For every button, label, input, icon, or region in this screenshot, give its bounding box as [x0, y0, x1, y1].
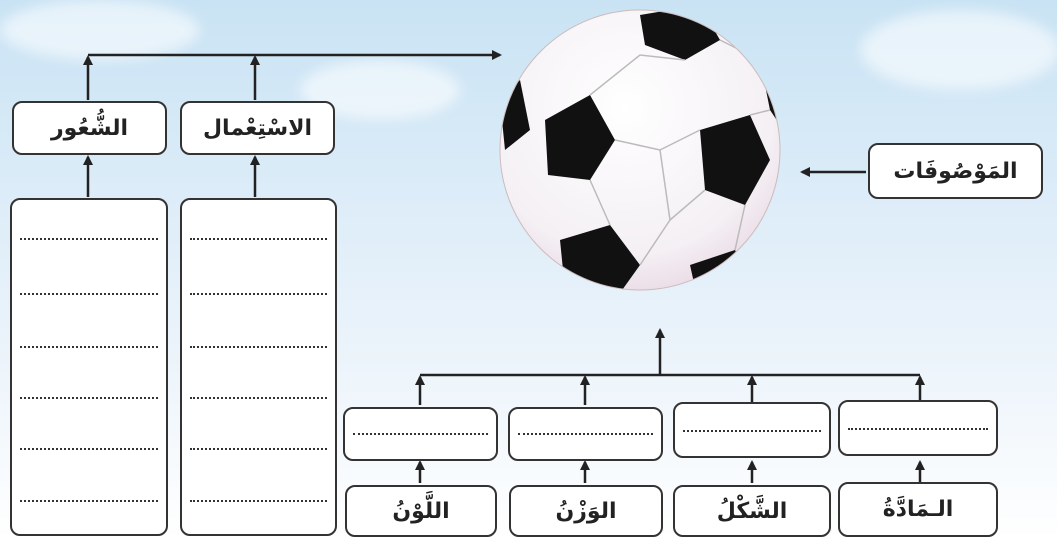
answer-line[interactable]	[683, 430, 821, 432]
usage-label: الاسْتِعْمال	[202, 115, 313, 141]
material-box: الـمَادَّةُ	[838, 482, 998, 537]
answer-line[interactable]	[20, 238, 158, 240]
material-label: الـمَادَّةُ	[882, 497, 954, 522]
feeling-answer-column	[10, 198, 168, 536]
color-answer-box	[343, 407, 498, 461]
answer-line[interactable]	[518, 433, 653, 435]
answer-line[interactable]	[190, 500, 327, 502]
shape-box: الشَّكْلُ	[673, 485, 831, 537]
shape-answer-box	[673, 402, 831, 458]
soccer-ball-image	[499, 9, 781, 291]
weight-answer-box	[508, 407, 663, 461]
cloud-decoration	[860, 10, 1057, 90]
usage-box: الاسْتِعْمال	[180, 101, 335, 155]
descriptions-label: المَوْصُوفَات	[893, 158, 1018, 184]
answer-line[interactable]	[20, 500, 158, 502]
answer-line[interactable]	[190, 346, 327, 348]
descriptions-box: المَوْصُوفَات	[868, 143, 1043, 199]
answer-line[interactable]	[848, 428, 988, 430]
answer-line[interactable]	[20, 346, 158, 348]
answer-line[interactable]	[190, 397, 327, 399]
answer-line[interactable]	[190, 238, 327, 240]
cloud-decoration	[0, 0, 200, 60]
feeling-box: الشُّعُور	[12, 101, 167, 155]
answer-line[interactable]	[190, 293, 327, 295]
answer-line[interactable]	[190, 448, 327, 450]
answer-line[interactable]	[353, 433, 488, 435]
weight-box: الوَزْنُ	[509, 485, 663, 537]
usage-answer-column	[180, 198, 337, 536]
feeling-label: الشُّعُور	[50, 115, 129, 141]
answer-line[interactable]	[20, 293, 158, 295]
color-box: اللَّوْنُ	[345, 485, 497, 537]
weight-label: الوَزْنُ	[555, 498, 617, 524]
color-label: اللَّوْنُ	[392, 498, 450, 524]
material-answer-box	[838, 400, 998, 456]
shape-label: الشَّكْلُ	[716, 498, 788, 524]
answer-line[interactable]	[20, 397, 158, 399]
answer-line[interactable]	[20, 448, 158, 450]
